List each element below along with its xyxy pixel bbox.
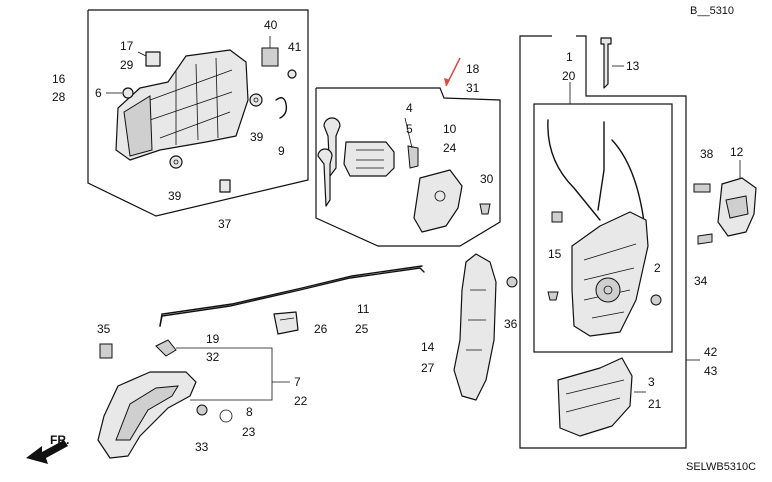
rod-group: 11 25 26	[159, 265, 425, 336]
callout-14: 14	[421, 340, 435, 354]
clip-36	[506, 276, 518, 288]
callout-15: 15	[548, 247, 562, 261]
bolt-6	[122, 87, 134, 99]
bolt-38	[693, 183, 711, 193]
callout-3: 3	[648, 375, 655, 389]
callout-29: 29	[120, 58, 134, 72]
callout-16: 16	[52, 72, 66, 86]
callout-27: 27	[421, 361, 435, 375]
inner-handle	[97, 371, 197, 459]
bolt-13	[600, 37, 612, 89]
front-arrow-icon	[26, 440, 68, 464]
key-cylinder-group: 18 31 4 5 10 24 30	[315, 62, 501, 247]
latch-gear	[595, 277, 621, 303]
outer-handle-group: 16 28 17 29 40 41 6 39 9 39 37	[52, 9, 309, 231]
bolt-15	[551, 211, 563, 223]
cylinder-clip	[407, 145, 419, 169]
callout-23: 23	[242, 425, 256, 439]
clip-19	[155, 339, 177, 357]
screw-2	[650, 294, 662, 306]
callout-25: 25	[355, 322, 369, 336]
handle-bracket	[123, 95, 153, 157]
latch-screw	[547, 291, 559, 301]
callout-6: 6	[95, 86, 102, 100]
bolt-34	[697, 233, 713, 245]
callout-24: 24	[443, 141, 457, 155]
clip-17	[145, 51, 161, 67]
callout-11: 11	[357, 302, 370, 316]
callout-8: 8	[246, 405, 253, 419]
callout-1: 1	[566, 50, 573, 64]
callout-42: 42	[704, 345, 718, 359]
rod-2	[597, 121, 605, 211]
actuator	[557, 357, 633, 437]
lock-cylinder	[343, 141, 395, 177]
callout-37: 37	[218, 217, 232, 231]
callout-20: 20	[562, 69, 576, 83]
key-lower	[317, 148, 333, 207]
screw-41	[287, 69, 297, 79]
callout-40: 40	[264, 18, 278, 32]
rod-1	[547, 119, 601, 221]
latch-group: 1 20 13 15 2 36 3 21 42 43	[504, 35, 718, 449]
outer-handle-frame	[87, 9, 309, 217]
callout-30: 30	[480, 172, 494, 186]
washer-39b	[169, 155, 183, 169]
key-cylinder-frame	[315, 87, 501, 247]
inner-cover	[453, 253, 497, 401]
callout-21: 21	[648, 397, 662, 411]
key-upper	[323, 117, 341, 177]
callout-4: 4	[406, 101, 413, 115]
screw-30	[479, 203, 491, 215]
latch-outer-frame	[519, 35, 687, 449]
callout-39a: 39	[250, 130, 264, 144]
front-label: FR.	[50, 433, 69, 447]
clip-35	[99, 343, 113, 359]
callout-41: 41	[288, 40, 302, 54]
screw-33	[196, 404, 208, 416]
diagram-code: SELWB5310C	[686, 461, 756, 473]
callout-32: 32	[206, 350, 220, 364]
callout-38: 38	[700, 147, 714, 161]
part-40-cap	[261, 47, 279, 67]
callout-28: 28	[52, 90, 66, 104]
latch-inner-frame	[533, 103, 673, 353]
callout-17: 17	[120, 39, 134, 53]
callout-26: 26	[314, 322, 328, 336]
bolt-37	[219, 179, 231, 193]
callout-36: 36	[504, 317, 518, 331]
callout-13: 13	[626, 59, 640, 73]
callout-43: 43	[704, 364, 718, 378]
front-direction-indicator: FR.	[26, 433, 69, 464]
clip-26	[273, 311, 299, 335]
spring-8	[219, 409, 233, 423]
washer-39a	[249, 93, 263, 107]
callout-12: 12	[730, 145, 744, 159]
inner-handle-group: 35 19 32 7 22 33 8 23	[97, 322, 308, 459]
pointer-arrowhead	[444, 78, 450, 86]
callout-39b: 39	[168, 189, 182, 203]
callout-35: 35	[97, 322, 111, 336]
callout-7: 7	[294, 375, 301, 389]
striker-group: 38 12 34	[693, 145, 757, 288]
callout-10: 10	[443, 122, 457, 136]
callout-19: 19	[206, 332, 220, 346]
callout-9: 9	[278, 144, 285, 158]
callout-5: 5	[406, 122, 413, 136]
callout-34: 34	[694, 274, 708, 288]
spring-9	[275, 97, 288, 119]
ref-code: B__5310	[690, 5, 734, 17]
callout-33: 33	[195, 440, 209, 454]
callout-22: 22	[294, 394, 308, 408]
inner-cover-group: 14 27	[421, 253, 497, 401]
callout-18: 18	[466, 62, 480, 76]
callout-2: 2	[654, 261, 661, 275]
callout-31: 31	[466, 81, 480, 95]
